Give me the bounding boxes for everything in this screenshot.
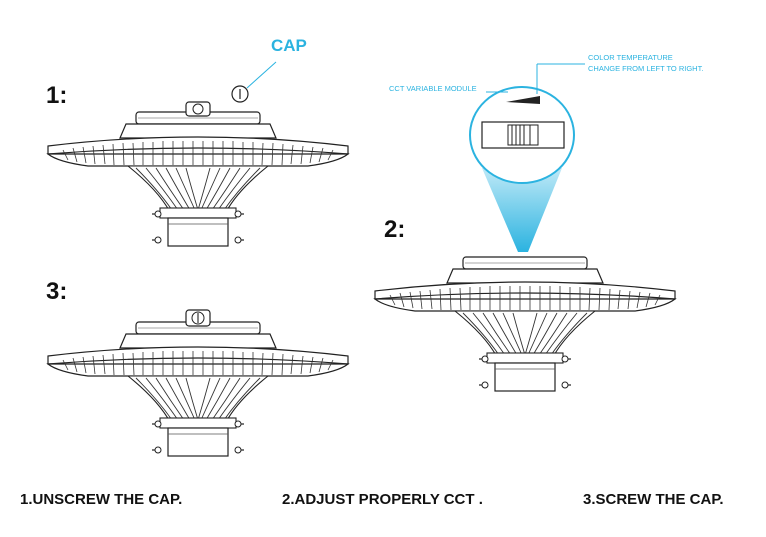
cct-zoom-beam — [469, 63, 585, 252]
cct-module-label: CCT VARIABLE MODULE — [389, 84, 477, 93]
step-number-2: 2: — [384, 216, 406, 243]
caption-step-1: 1.UNSCREW THE CAP. — [20, 491, 183, 508]
step-number-1: 1: — [46, 82, 68, 109]
lamp-step-1 — [47, 101, 349, 247]
step-number-3: 3: — [46, 278, 68, 305]
color-temperature-label-line1: COLOR TEMPERATURE — [588, 53, 673, 62]
caption-step-2: 2.ADJUST PROPERLY CCT . — [282, 491, 483, 508]
caption-step-3: 3.SCREW THE CAP. — [583, 491, 724, 508]
cap-label: CAP — [271, 36, 307, 55]
lamp-step-3 — [47, 309, 349, 457]
cap-icon — [231, 61, 277, 103]
lamp-step-2 — [374, 256, 676, 392]
color-temperature-label-line2: CHANGE FROM LEFT TO RIGHT. — [588, 64, 704, 73]
